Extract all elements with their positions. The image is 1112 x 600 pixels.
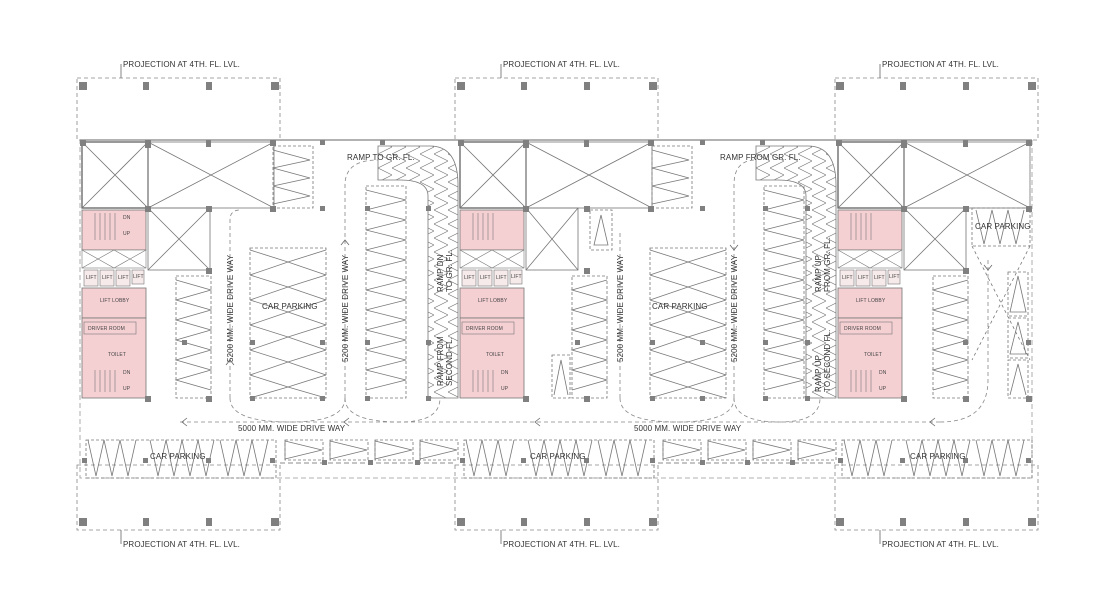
ramp-to-ground-label: RAMP TO GR. FL.: [347, 153, 415, 162]
ramp-dn-label: RAMP DN TO GR. FL.: [436, 250, 454, 292]
driveway-label-h2: 5000 MM. WIDE DRIVE WAY: [634, 424, 742, 433]
stair-dn-label: DN: [123, 370, 131, 376]
ramp-up-from-ground-line2: FROM GR. FL.: [823, 237, 832, 292]
stair-up-label: UP: [501, 386, 509, 392]
ramp-from-second-label: RAMP FROM SECOND FL.: [436, 336, 454, 386]
car-parking-label-2: CAR PARKING: [652, 302, 708, 311]
car-parking-label-5: CAR PARKING: [530, 452, 586, 461]
projection-label-top-1: PROJECTION AT 4TH. FL. LVL.: [123, 60, 240, 69]
car-parking-label-3: CAR PARKING: [975, 222, 1031, 231]
driver-room-label: DRIVER ROOM: [88, 326, 125, 332]
lift-label: LIFT: [133, 274, 144, 280]
core-right-details: [837, 213, 903, 392]
ramp-up-to-second-line1: RAMP UP: [814, 354, 823, 392]
ramp-up-from-ground-line1: RAMP UP: [814, 254, 823, 292]
projection-outline-top: [76, 77, 1039, 141]
lift-label: LIFT: [858, 275, 869, 281]
projection-label-bottom-2: PROJECTION AT 4TH. FL. LVL.: [503, 540, 620, 549]
ramp-up-to-second-label: RAMP UP TO SECOND FL.: [814, 330, 832, 393]
ramp-dn-line1: RAMP DN: [436, 254, 445, 292]
lift-label: LIFT: [511, 274, 522, 280]
lift-label: LIFT: [874, 275, 885, 281]
driveway-label-h1: 5000 MM. WIDE DRIVE WAY: [238, 424, 346, 433]
driveway-label-v4: 5200 MM. WIDE DRIVE WAY: [730, 254, 739, 362]
car-parking-label-1: CAR PARKING: [262, 302, 318, 311]
projection-outline-bottom: [76, 464, 1039, 531]
driveway-label-v3: 5200 MM. WIDE DRIVE WAY: [616, 254, 625, 362]
ramp-from-ground-label: RAMP FROM GR. FL.: [720, 153, 801, 162]
ramp-from-second-line2: SECOND FL.: [445, 336, 454, 386]
stair-up-label: UP: [123, 386, 131, 392]
driveway-label-v1: 5200 MM. WIDE DRIVE WAY: [226, 254, 235, 362]
stair-up-label: UP: [123, 231, 131, 237]
lift-label: LIFT: [86, 275, 97, 281]
toilet-label: TOILET: [108, 352, 127, 358]
parking-bays-top: [272, 145, 693, 209]
toilet-label: TOILET: [864, 352, 883, 358]
car-parking-label-6: CAR PARKING: [910, 452, 966, 461]
projection-label-top-2: PROJECTION AT 4TH. FL. LVL.: [503, 60, 620, 69]
lift-label: LIFT: [102, 275, 113, 281]
core-left-details: [81, 213, 147, 392]
lift-label: LIFT: [480, 275, 491, 281]
driveway-paths: [180, 159, 989, 423]
structural-columns: [79, 82, 1036, 526]
lift-label: LIFT: [496, 275, 507, 281]
direction-arrows: [181, 239, 993, 427]
stair-dn-label: DN: [879, 370, 887, 376]
projection-label-bottom-3: PROJECTION AT 4TH. FL. LVL.: [882, 540, 999, 549]
service-cores: [81, 209, 903, 399]
lift-label: LIFT: [842, 275, 853, 281]
lift-lobby-label: LIFT LOBBY: [478, 298, 508, 304]
stair-up-label: UP: [879, 386, 887, 392]
ramp-dn-line2: TO GR. FL.: [445, 249, 454, 292]
driver-room-label: DRIVER ROOM: [844, 326, 881, 332]
stair-dn-label: DN: [501, 370, 509, 376]
ramp-up-to-second-line2: TO SECOND FL.: [823, 329, 832, 393]
driver-room-label: DRIVER ROOM: [466, 326, 503, 332]
projection-label-bottom-1: PROJECTION AT 4TH. FL. LVL.: [123, 540, 240, 549]
core-middle-details: [459, 213, 525, 392]
projection-label-top-3: PROJECTION AT 4TH. FL. LVL.: [882, 60, 999, 69]
driveway-label-v2: 5200 MM. WIDE DRIVE WAY: [341, 254, 350, 362]
parking-rows-vertical: [174, 185, 1031, 399]
lift-lobby-label: LIFT LOBBY: [856, 298, 886, 304]
stair-dn-label: DN: [123, 215, 131, 221]
lift-lobby-label: LIFT LOBBY: [100, 298, 130, 304]
lift-label: LIFT: [118, 275, 129, 281]
lift-label: LIFT: [464, 275, 475, 281]
ramp-up-from-ground-label: RAMP UP FROM GR. FL.: [814, 237, 832, 292]
ramp-from-second-line1: RAMP FROM: [436, 336, 445, 386]
car-parking-label-4: CAR PARKING: [150, 452, 206, 461]
lift-label: LIFT: [889, 274, 900, 280]
toilet-label: TOILET: [486, 352, 505, 358]
